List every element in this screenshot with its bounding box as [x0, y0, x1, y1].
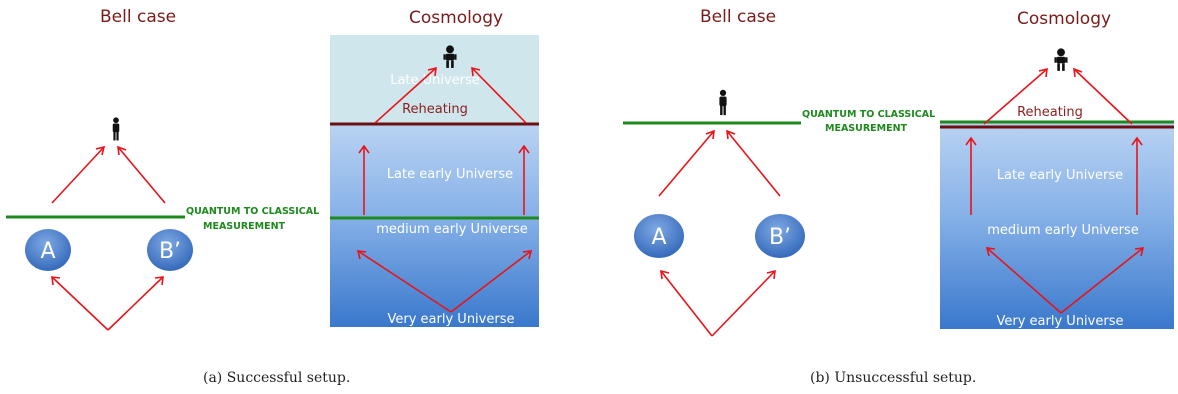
measurement-label-line2: MEASUREMENT — [203, 221, 286, 232]
very-early-label: Very early Universe — [388, 312, 515, 327]
arrow — [1060, 247, 1144, 314]
arrowhead — [117, 145, 127, 156]
circle-b-label: B’ — [769, 225, 791, 250]
arrowhead — [356, 250, 367, 260]
circle-b — [755, 214, 805, 258]
arrow — [117, 146, 166, 204]
cosmology-title: Cosmology — [1017, 9, 1111, 29]
arrowhead — [660, 269, 670, 280]
early-universe-region — [940, 123, 1174, 329]
arrowhead — [427, 66, 437, 77]
measurement-label-line1: QUANTUM TO CLASSICAL — [186, 206, 319, 217]
cosmology-title: Cosmology — [409, 8, 503, 28]
circle-a — [634, 214, 684, 258]
arrowhead — [705, 129, 715, 140]
arrowhead — [1073, 67, 1083, 78]
caption-b: (b) Unsuccessful setup. — [810, 370, 976, 386]
arrowhead — [1131, 136, 1143, 146]
circle-a — [25, 229, 71, 271]
arrowhead — [358, 144, 370, 154]
arrow — [983, 68, 1048, 125]
arrowhead — [522, 250, 533, 260]
person-icon — [112, 117, 120, 141]
arrow — [51, 146, 105, 204]
arrowhead — [1038, 67, 1048, 78]
arrowhead — [471, 66, 481, 77]
late-early-label: Late early Universe — [997, 168, 1123, 183]
arrowhead — [985, 247, 996, 257]
arrowhead — [1134, 247, 1145, 257]
late-early-label: Late early Universe — [387, 167, 513, 182]
arrow — [660, 270, 713, 337]
arrowhead — [95, 145, 106, 156]
reheating-label: Reheating — [1017, 105, 1083, 120]
circle-b — [147, 229, 193, 271]
arrow — [1073, 68, 1133, 125]
arrow — [986, 247, 1062, 314]
arrowhead — [154, 276, 164, 286]
arrowhead — [518, 144, 530, 154]
arrow — [357, 250, 452, 313]
medium-early-label: medium early Universe — [987, 223, 1138, 238]
circle-b-label: B’ — [159, 239, 181, 264]
early-universe-region — [330, 125, 539, 327]
arrow — [726, 130, 781, 197]
arrowhead — [726, 129, 736, 140]
medium-early-label: medium early Universe — [376, 222, 527, 237]
late-universe-region — [330, 35, 539, 125]
panel-b: Bell case Cosmology QUANTUM TO CLASSICAL… — [623, 7, 1174, 386]
arrow — [374, 67, 437, 124]
measurement-label-line2: MEASUREMENT — [825, 123, 908, 134]
panel-a: Bell case Cosmology QUANTUM TO CLASSICAL… — [6, 7, 539, 386]
arrow — [51, 276, 109, 331]
arrow — [711, 270, 776, 337]
caption-a: (a) Successful setup. — [203, 370, 350, 386]
bell-case-title: Bell case — [700, 7, 776, 27]
arrow — [450, 250, 532, 313]
late-universe-label: Late Universe — [390, 73, 480, 88]
arrowhead — [766, 269, 776, 280]
circle-a-label: A — [651, 225, 666, 250]
arrowhead — [965, 136, 977, 146]
arrow — [658, 130, 715, 197]
person-icon — [1054, 48, 1068, 71]
arrowhead — [51, 276, 61, 286]
very-early-label: Very early Universe — [997, 314, 1124, 329]
arrow — [471, 67, 527, 124]
circle-a-label: A — [40, 239, 55, 264]
reheating-label: Reheating — [402, 102, 468, 117]
bell-case-title: Bell case — [100, 7, 176, 27]
arrow — [107, 276, 164, 331]
measurement-label-line1: QUANTUM TO CLASSICAL — [802, 109, 935, 120]
person-icon — [719, 89, 727, 116]
